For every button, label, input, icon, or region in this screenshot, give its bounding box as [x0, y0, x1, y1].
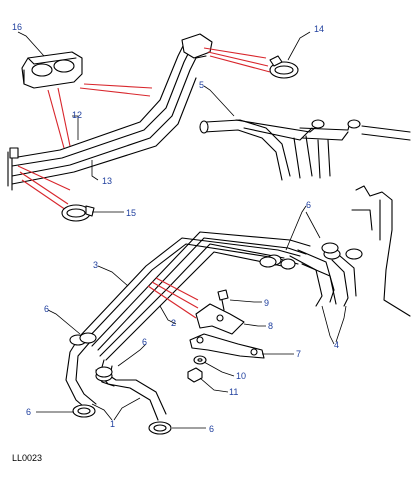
heater-pipe-upper [7, 33, 213, 191]
callout-labels: 16 14 5 12 13 15 6 3 9 6 2 8 6 4 7 10 11… [12, 22, 339, 434]
highlight-lines-lower [147, 277, 199, 319]
callout-6-c: 6 [142, 337, 147, 347]
reference-code: LL0023 [12, 453, 42, 463]
hose-set-5 [199, 119, 411, 181]
callout-2: 2 [171, 318, 176, 328]
callout-3: 3 [93, 260, 98, 270]
nut-11 [187, 367, 203, 383]
callout-6-d: 6 [26, 407, 31, 417]
callout-6-e: 6 [209, 424, 214, 434]
hose-clips-6-upper [259, 242, 339, 268]
leader-lines [17, 31, 347, 429]
callout-16: 16 [12, 22, 22, 32]
callout-8: 8 [268, 321, 273, 331]
hose-clips-6-lower [72, 332, 172, 435]
callout-15: 15 [126, 208, 136, 218]
callout-6-a: 6 [306, 200, 311, 210]
callout-13: 13 [102, 176, 112, 186]
double-pipe-clip-16 [21, 51, 83, 89]
bracket-7 [189, 333, 265, 359]
callout-1: 1 [110, 419, 115, 429]
callout-7: 7 [296, 349, 301, 359]
callout-6-b: 6 [44, 304, 49, 314]
bracket-8 [195, 303, 245, 335]
callout-4: 4 [334, 340, 339, 350]
highlight-lines-upper [17, 47, 271, 211]
callout-14: 14 [314, 24, 324, 34]
callout-9: 9 [264, 298, 269, 308]
bolt-9 [217, 289, 229, 311]
callout-12: 12 [72, 110, 82, 120]
hose-clip-14 [269, 55, 299, 79]
washer-10 [193, 355, 207, 365]
callout-5: 5 [199, 80, 204, 90]
callout-11: 11 [229, 387, 238, 397]
engine-bay-outline [351, 185, 411, 317]
callout-10: 10 [236, 371, 246, 381]
hose-clip-15 [61, 204, 95, 222]
